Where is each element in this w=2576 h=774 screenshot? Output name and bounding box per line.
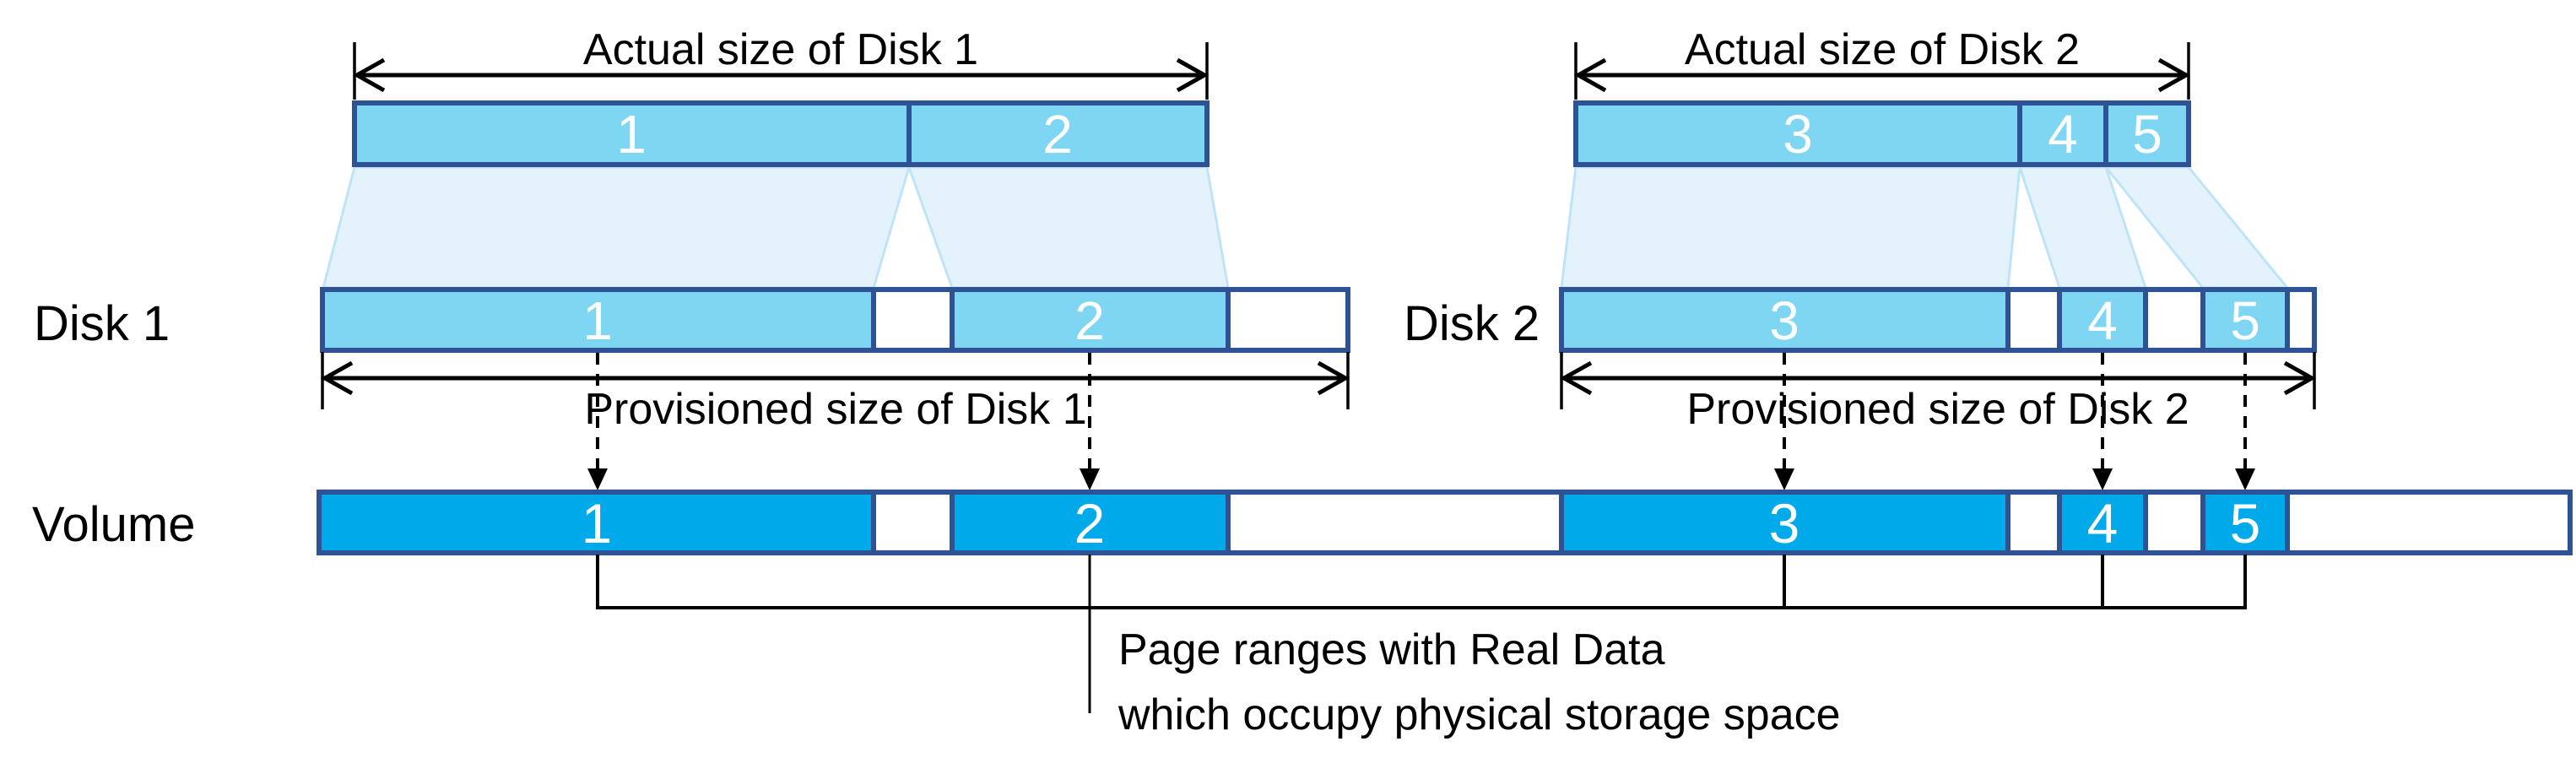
- disk1-row-label: Disk 1: [34, 296, 170, 351]
- disk1-range2: [950, 287, 1231, 353]
- volume-bar: 1 2 3 4 5: [317, 490, 2573, 555]
- actual-disk2-range5-number: 5: [2132, 104, 2162, 165]
- disk2-row-label: Disk 2: [1404, 296, 1540, 351]
- actual-disk1-range2-number: 2: [1042, 104, 1073, 165]
- volume-range1-number: 1: [582, 492, 613, 555]
- volume-range2-number: 2: [1074, 492, 1106, 555]
- annotation-line2: which occupy physical storage space: [1118, 690, 1841, 739]
- disk2-range4: [2057, 287, 2148, 353]
- actual-disk2-range5: [2103, 100, 2191, 167]
- actual-disk1-range2: [906, 100, 1210, 167]
- actual-disk2-range4-number: 4: [2048, 104, 2078, 165]
- disk2-range5-number: 5: [2230, 290, 2260, 351]
- actual-disk1-range1-number: 1: [616, 104, 647, 165]
- volume-range5: [2200, 490, 2290, 555]
- actual-size-arrow-disk2: Actual size of Disk 2: [1573, 25, 2191, 100]
- volume-range5-number: 5: [2230, 492, 2261, 555]
- funnel-range2: [906, 165, 1230, 290]
- volume-range4-number: 4: [2087, 492, 2119, 555]
- disk1-range1-number: 1: [582, 290, 613, 351]
- disk2-range3-number: 3: [1769, 290, 1799, 351]
- actual-disk1-range1: [352, 100, 912, 167]
- page-ranges-bracket: [596, 555, 2247, 713]
- volume-range3-number: 3: [1769, 492, 1800, 555]
- volume-range3: [1559, 490, 2010, 555]
- actual-size-disk2-label: Actual size of Disk 2: [1685, 25, 2080, 74]
- provisioned-size-disk2-label: Provisioned size of Disk 2: [1686, 385, 2189, 434]
- actual-disk2-range3: [1573, 100, 2022, 167]
- mapping-arrows: [587, 353, 2255, 490]
- actual-bar-disk2: 3 4 5: [1573, 100, 2191, 167]
- funnel-range1: [322, 165, 912, 290]
- actual-size-arrow-disk1: Actual size of Disk 1: [352, 25, 1210, 100]
- volume-range2: [950, 490, 1231, 555]
- provisioned-size-disk1-label: Provisioned size of Disk 1: [584, 385, 1086, 434]
- actual-size-disk1-label: Actual size of Disk 1: [583, 25, 978, 74]
- provisioned-bar-disk1: 1 2: [320, 287, 1350, 353]
- provisioned-size-arrow-disk2: Provisioned size of Disk 2: [1559, 352, 2317, 434]
- disk1-range1: [320, 287, 876, 353]
- disk1-range2-number: 2: [1074, 290, 1105, 351]
- provisioned-bar-disk2: 3 4 5: [1559, 287, 2317, 353]
- provisioned-size-arrow-disk1: Provisioned size of Disk 1: [320, 352, 1350, 434]
- actual-disk2-range3-number: 3: [1783, 104, 1813, 165]
- disk2-range3: [1559, 287, 2010, 353]
- volume-range1: [317, 490, 876, 555]
- volume-range4: [2057, 490, 2148, 555]
- funnel-range3: [1560, 165, 2021, 290]
- disk2-range5: [2200, 287, 2290, 353]
- annotation-line1: Page ranges with Real Data: [1118, 625, 1665, 674]
- volume-row-label: Volume: [32, 497, 195, 552]
- actual-bar-disk1: 1 2: [352, 100, 1210, 167]
- disk2-range4-number: 4: [2087, 290, 2118, 351]
